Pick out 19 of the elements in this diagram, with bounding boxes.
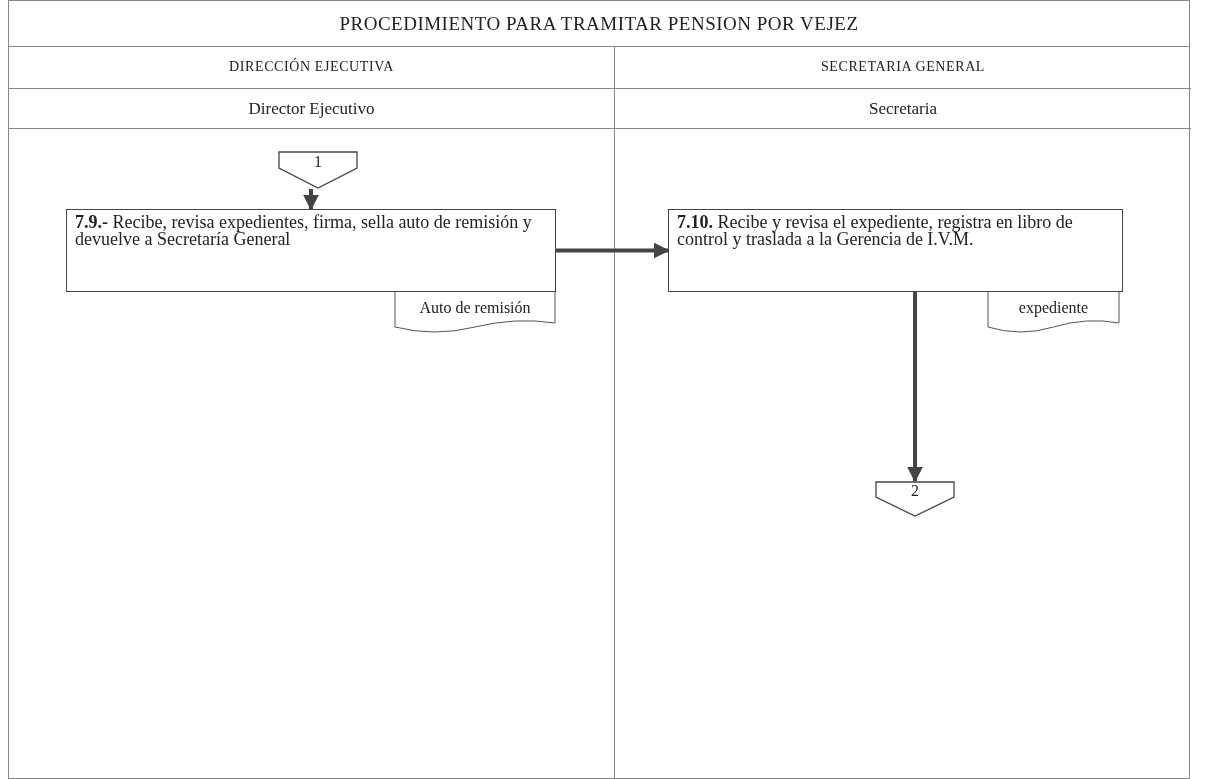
arrow (303, 189, 319, 211)
document-shape (394, 291, 556, 331)
diagram-title: PROCEDIMIENTO PARA TRAMITAR PENSION POR VEJEZ (9, 1, 1189, 47)
role-header: Director Ejecutivo (9, 89, 614, 129)
off-page-connector (278, 151, 358, 189)
document-label: expediente (1018, 300, 1089, 316)
document-shape (987, 291, 1120, 331)
lane-header: SECRETARIA GENERAL (615, 46, 1191, 89)
role-header: Secretaria (615, 89, 1191, 129)
arrow (907, 292, 923, 483)
lane-header: DIRECCIÓN EJECUTIVA (9, 46, 614, 89)
off-page-connector (875, 481, 955, 517)
connector-label: 1 (314, 154, 322, 170)
connector-label: 2 (911, 483, 919, 499)
swimlane (614, 46, 1191, 779)
arrow (556, 242, 670, 259)
process-text: 7.9.- Recibe, revisa expedientes, firma, sella auto de remisión y devuelve a Secretaría General (75, 214, 533, 248)
document-label: Auto de remisión (419, 300, 531, 316)
process-text: 7.10. Recibe y revisa el expediente, registra en libro de control y traslada a la Gerencia de I.V.M. (677, 214, 1074, 248)
